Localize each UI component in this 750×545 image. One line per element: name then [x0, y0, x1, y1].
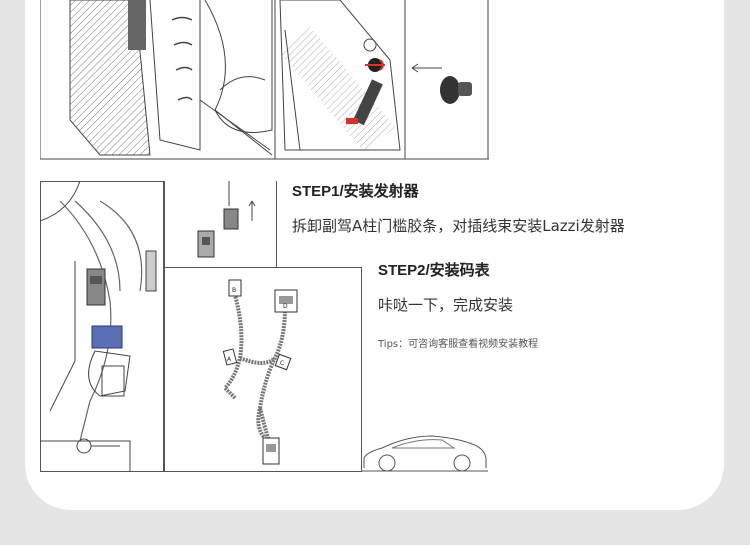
harness-illustration: B D A C — [164, 267, 362, 472]
step1-description: 拆卸副驾A柱门槛胶条，对插线束安装Lazzi发射器 — [292, 217, 625, 235]
door-pillar-illustration — [40, 0, 489, 160]
step1-title: STEP1/安装发射器 — [292, 183, 419, 200]
plug-illustration — [164, 181, 277, 268]
step2-description: 咔哒一下，完成安装 — [378, 296, 514, 314]
connector-illustration — [40, 181, 164, 472]
harness-label-c: C — [280, 360, 284, 367]
harness-label-a: A — [227, 356, 232, 363]
harness-label-d: D — [283, 303, 288, 310]
car-illustration — [362, 430, 488, 472]
tips-note: Tips：可咨询客服查看视频安装教程 — [378, 339, 539, 350]
step2-title: STEP2/安装码表 — [378, 262, 490, 279]
content-card: B D A C STEP1/安装发射器 拆卸副驾A柱门槛胶条，对插线束安装Laz… — [25, 0, 724, 510]
harness-label-b: B — [232, 287, 236, 294]
